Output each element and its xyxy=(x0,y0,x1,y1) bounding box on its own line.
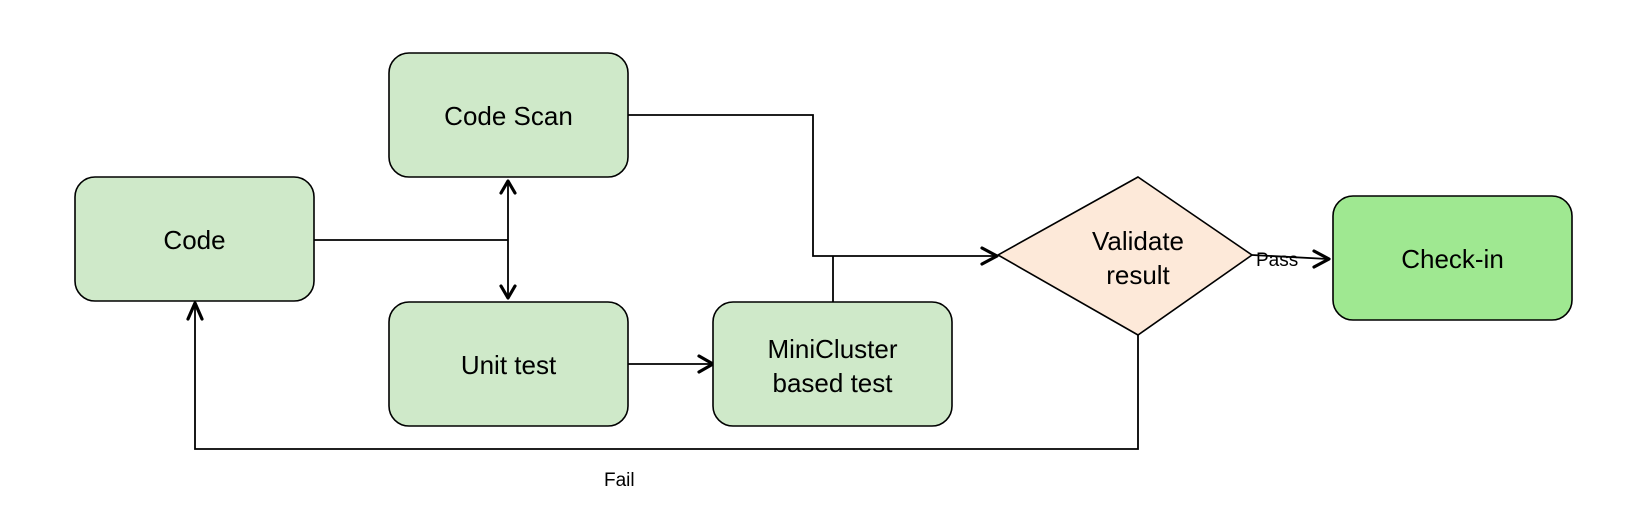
node-unit-test-box xyxy=(388,301,629,427)
edge-label-pass: Pass xyxy=(1256,250,1298,271)
node-minicluster-test-label-line1: MiniCluster xyxy=(767,334,897,364)
node-code-scan: Code Scan xyxy=(388,52,629,178)
node-code-label: Code xyxy=(163,225,225,255)
node-code-scan-label: Code Scan xyxy=(444,101,573,131)
connector-codescan-to-validate xyxy=(628,114,998,257)
node-validate-result-diamond xyxy=(996,176,1254,336)
node-validate-result-label-line2: result xyxy=(1106,260,1170,290)
node-check-in-box xyxy=(1332,195,1573,321)
arrowhead-to-unittest xyxy=(499,284,517,300)
node-validate-result-label-line1: Validate xyxy=(1092,226,1184,256)
edge-label-fail: Fail xyxy=(604,470,635,491)
connector-validate-to-checkin xyxy=(1251,254,1329,260)
node-minicluster-test-label-line2: based test xyxy=(773,368,894,398)
arrowhead-to-codescan xyxy=(499,179,517,195)
arrowhead-to-checkin xyxy=(1312,249,1331,269)
node-validate-result: Validate result xyxy=(996,176,1254,336)
node-code-box xyxy=(74,176,315,302)
arrowhead-to-code xyxy=(186,301,204,321)
node-minicluster-test: MiniCluster based test xyxy=(712,301,953,427)
connector-fail-loop xyxy=(194,304,1139,450)
node-unit-test-label: Unit test xyxy=(461,350,557,380)
node-code-scan-box xyxy=(388,52,629,178)
node-check-in-label: Check-in xyxy=(1401,244,1504,274)
node-code: Code xyxy=(74,176,315,302)
node-check-in: Check-in xyxy=(1332,195,1573,321)
node-minicluster-test-box xyxy=(712,301,953,427)
node-unit-test: Unit test xyxy=(388,301,629,427)
arrowhead-to-validate xyxy=(980,246,999,266)
